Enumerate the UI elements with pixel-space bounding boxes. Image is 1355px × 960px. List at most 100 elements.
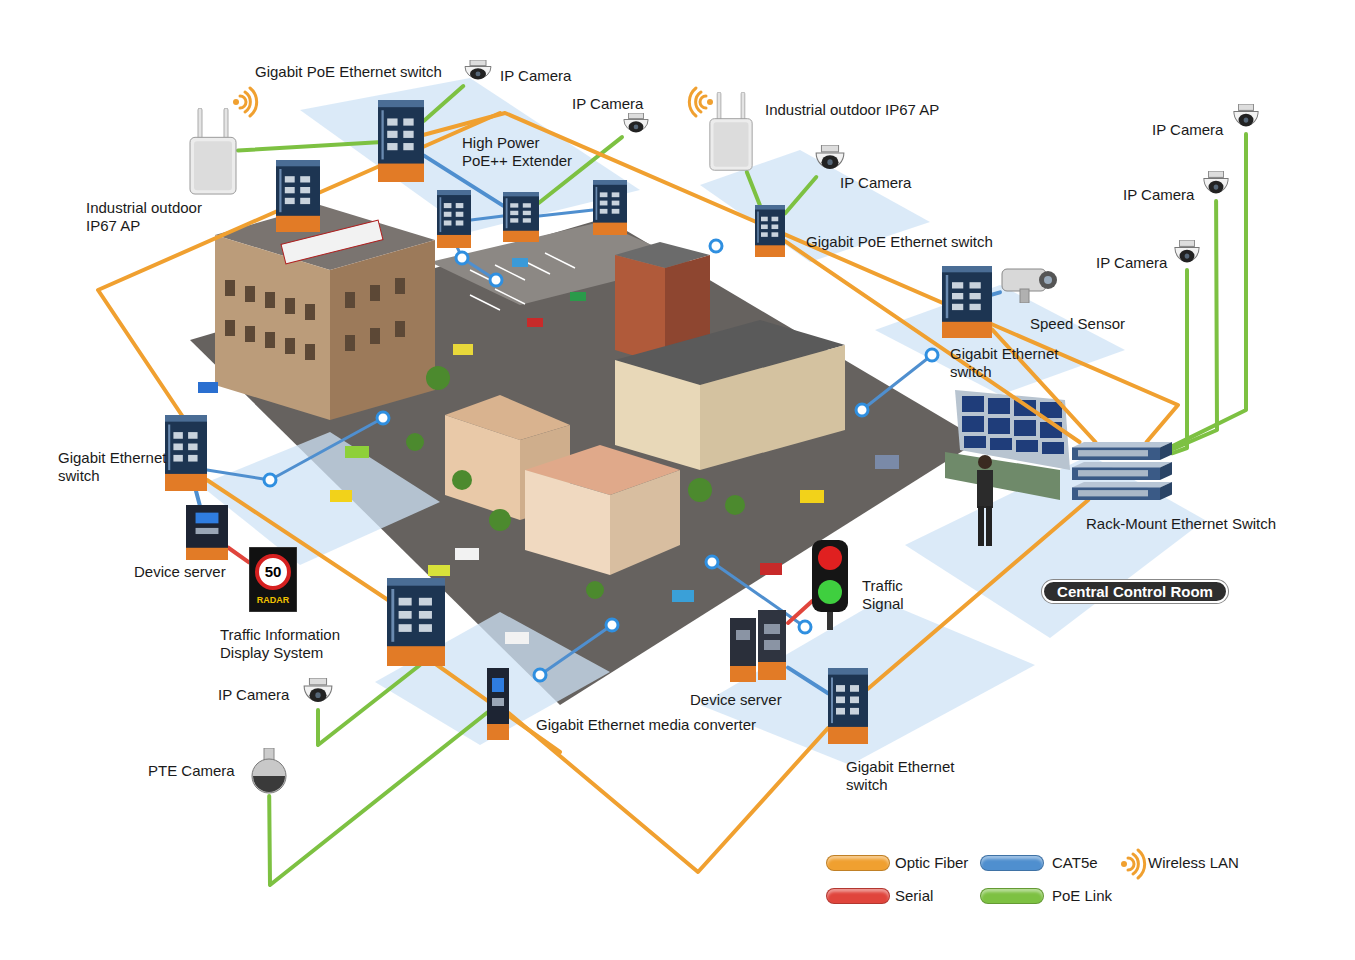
zone-panel: [700, 600, 1035, 765]
parking-lines: [470, 253, 575, 310]
building-face: [525, 470, 610, 575]
device-server-icon: [186, 505, 228, 560]
cable-connector: [992, 292, 1000, 294]
device-label: Gigabit PoE Ethernet switch: [255, 63, 442, 81]
illustration-rect: [990, 438, 1012, 450]
room-badge: Central Control Room: [1042, 580, 1228, 603]
device-label: IP Camera: [572, 95, 643, 113]
device-label: IP Camera: [500, 67, 571, 85]
device-label: Industrial outdoor IP67 AP: [86, 199, 221, 235]
legend-text: Optic Fiber: [895, 854, 968, 872]
device-node: IP Camera: [463, 60, 493, 86]
building-face: [215, 235, 330, 420]
camera-icon: [624, 113, 648, 133]
illustration-path: [1138, 850, 1145, 878]
device-label: Industrial outdoor IP67 AP: [765, 101, 939, 119]
display-sign-icon: [249, 547, 297, 612]
cable-connector: [1172, 134, 1246, 446]
rack-switch-icon: [1072, 462, 1172, 480]
wireless-dot: [233, 99, 1127, 867]
extra-wires: [98, 113, 932, 752]
ptz-camera-icon: [252, 748, 286, 793]
illustration-path: [700, 96, 706, 108]
switch-icon: [378, 100, 424, 182]
building-face: [330, 240, 435, 420]
device-node: Gigabit Ethernet switch: [828, 668, 868, 744]
wireless-icon: [240, 88, 1145, 878]
cable-connector: [238, 142, 378, 150]
device-node: Traffic Signal: [812, 540, 848, 630]
illustration-path: [1133, 854, 1138, 874]
illustration-path: [250, 88, 257, 116]
device-node: IP Camera: [1232, 104, 1260, 134]
illustration-rect: [455, 548, 479, 560]
device-label: IP Camera: [1123, 186, 1194, 204]
illustration-rect: [345, 335, 355, 351]
illustration-rect: [428, 565, 450, 576]
device-label: PTE Camera: [148, 762, 235, 780]
extender-icon: [593, 180, 627, 235]
illustration-rect: [305, 344, 315, 360]
device-node: Gigabit Ethernet switch: [942, 266, 992, 338]
speed-sensor-icon: [1002, 269, 1057, 303]
building-face: [445, 415, 520, 520]
device-node: Gigabit Ethernet switch: [165, 415, 207, 491]
illustration-rect: [962, 416, 984, 432]
switch-icon: [165, 415, 207, 491]
device-node: Gigabit PoE Ethernet switch: [378, 100, 424, 182]
building-face: [615, 360, 700, 470]
traffic-light-icon: [812, 540, 848, 630]
device-label: Gigabit Ethernet switch: [846, 758, 958, 794]
illustration-line: [545, 253, 575, 268]
device-node: Industrial outdoor IP67 AP: [188, 108, 238, 196]
cat5e-line: [540, 625, 612, 675]
illustration-circle: [264, 474, 276, 486]
illustration-rect: [285, 338, 295, 354]
illustration-rect: [370, 328, 380, 344]
illustration-circle: [534, 669, 546, 681]
person: [978, 455, 992, 469]
illustration-rect: [962, 396, 984, 412]
cable-connector: [269, 713, 487, 885]
device-node: Device server: [730, 610, 788, 688]
device-label: IP Camera: [218, 686, 289, 704]
illustration-rect: [570, 292, 586, 301]
illustration-rect: [370, 285, 380, 301]
cat5e-line: [207, 418, 383, 480]
switch-icon: [387, 578, 445, 666]
device-node: Industrial outdoor IP67 AP: [708, 92, 754, 172]
device-label: IP Camera: [1152, 121, 1223, 139]
device-label: Speed Sensor: [1030, 315, 1125, 333]
switch-icon: [755, 205, 785, 257]
person: [986, 506, 992, 546]
cat5e-line: [539, 210, 593, 216]
camera-icon: [1175, 240, 1199, 263]
device-label: Gigabit PoE Ethernet switch: [806, 233, 993, 251]
illustration-circle: [452, 470, 472, 490]
illustration-rect: [875, 455, 899, 469]
cable-connector: [747, 172, 760, 205]
device-node: IP Camera: [302, 678, 334, 710]
cable-connector: [788, 601, 812, 623]
illustration-path: [696, 92, 701, 112]
cable-connector: [424, 113, 1178, 442]
device-label: IP Camera: [1096, 254, 1167, 272]
legend-swatch: [980, 888, 1044, 904]
illustration-rect: [225, 320, 235, 336]
switch-icon: [828, 668, 868, 744]
extender-icon: [437, 190, 471, 248]
switch-icon: [276, 160, 320, 232]
junction-dots: [264, 240, 938, 681]
illustration-circle: [377, 412, 389, 424]
illustration-rect: [964, 436, 986, 448]
illustration-rect: [345, 292, 355, 308]
legend-swatch: [826, 888, 890, 904]
illustration-circle: [456, 252, 468, 264]
cable-connector: [509, 713, 828, 872]
access-point-icon: [190, 108, 236, 194]
illustration-rect: [395, 321, 405, 337]
illustration-rect: [395, 278, 405, 294]
badge-text: Central Control Room: [1044, 582, 1226, 601]
illustration-circle: [233, 99, 239, 105]
